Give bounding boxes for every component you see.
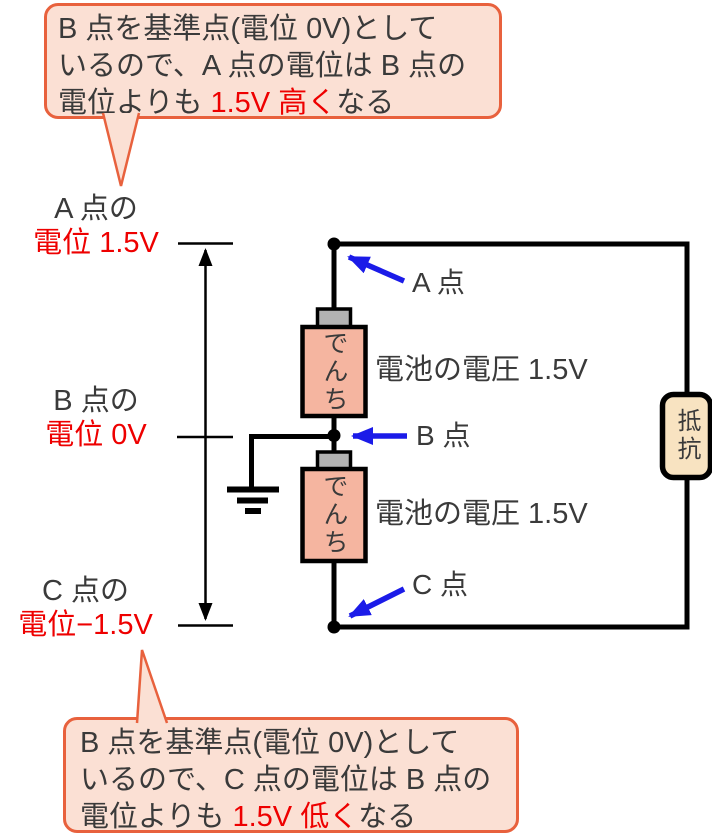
potential-label-a: A 点の 電位 1.5V bbox=[16, 192, 176, 260]
callout-bottom-line3: 電位よりも 1.5V 低くなる bbox=[80, 801, 417, 833]
point-tag-b: B 点 bbox=[416, 420, 471, 451]
battery-1-icon bbox=[300, 307, 368, 419]
callout-top-line1: B 点を基準点(電位 0V)として bbox=[58, 13, 438, 45]
junction-dot-c bbox=[327, 620, 341, 634]
battery-2-icon bbox=[300, 450, 368, 564]
potential-label-b-value: 電位 0V bbox=[45, 419, 147, 451]
callout-bottom: B 点を基準点(電位 0V)として いるので、C 点の電位は B 点の 電位より… bbox=[63, 717, 519, 833]
point-tag-c: C 点 bbox=[412, 569, 469, 600]
ground-icon bbox=[227, 434, 334, 514]
junction-dot-a bbox=[327, 237, 341, 251]
potential-label-c-name: C 点の bbox=[41, 575, 129, 607]
point-arrows bbox=[347, 254, 407, 619]
callout-bottom-line2: いるので、C 点の電位は B 点の bbox=[80, 764, 492, 796]
junction-dot-b bbox=[327, 429, 341, 442]
potential-label-b-name: B 点の bbox=[53, 385, 139, 417]
highlight-higher: 1.5V 高く bbox=[210, 87, 337, 119]
callout-top: B 点を基準点(電位 0V)として いるので、A 点の電位は B 点の 電位より… bbox=[44, 3, 502, 119]
arrow-a-icon bbox=[347, 254, 406, 284]
callout-top-line2: いるので、A 点の電位は B 点の bbox=[58, 50, 467, 82]
point-tag-a: A 点 bbox=[412, 267, 465, 298]
circuit-wires bbox=[331, 241, 690, 630]
battery2-label: でんち bbox=[320, 473, 348, 557]
battery2-voltage-text: 電池の電圧 1.5V bbox=[375, 498, 588, 530]
battery1-voltage-text: 電池の電圧 1.5V bbox=[375, 354, 588, 386]
highlight-lower: 1.5V 低く bbox=[232, 801, 359, 833]
potential-label-b: B 点の 電位 0V bbox=[16, 384, 176, 452]
potential-label-c-value: 電位−1.5V bbox=[18, 609, 153, 641]
callout-top-line3: 電位よりも 1.5V 高くなる bbox=[58, 87, 395, 119]
battery1-label: でんち bbox=[320, 330, 348, 414]
arrow-c-icon bbox=[348, 586, 406, 619]
potential-label-c: C 点の 電位−1.5V bbox=[3, 574, 168, 642]
resistor-label: 抵抗 bbox=[673, 408, 700, 464]
callout-bottom-line1: B 点を基準点(電位 0V)として bbox=[80, 727, 460, 759]
potential-label-a-name: A 点の bbox=[54, 193, 138, 225]
resistor-icon bbox=[659, 391, 712, 481]
potential-label-a-value: 電位 1.5V bbox=[33, 227, 159, 259]
